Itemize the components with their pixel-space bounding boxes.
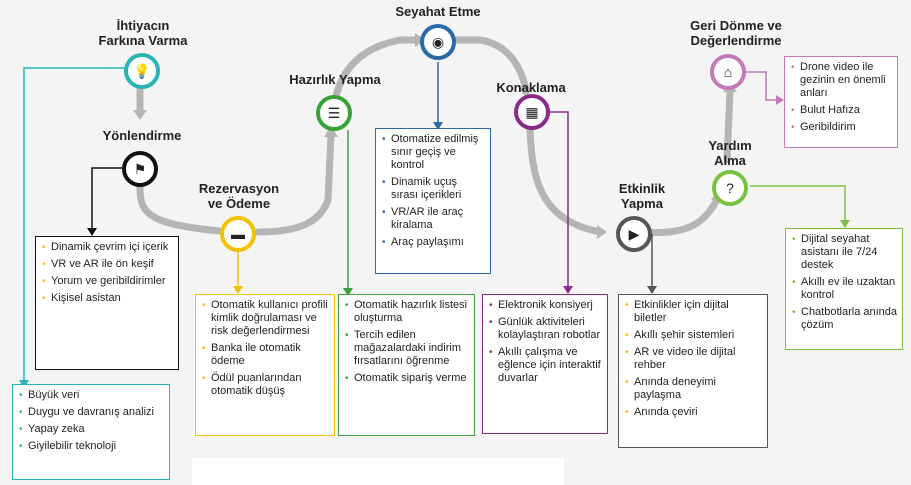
list-item: Bulut Hafıza — [791, 104, 892, 117]
play-icon: ▶ — [616, 216, 652, 252]
box-hazirlik: Otomatik hazırlık listesi oluşturmaTerci… — [338, 294, 475, 436]
list-item: Anında deneyimi paylaşma — [625, 376, 762, 402]
list-item: Dijital seyahat asistanı ile 7/24 destek — [792, 233, 897, 272]
stage-title-yardim: Yardım Alma — [708, 138, 752, 168]
stage-title-rezervasyon: Rezervasyon ve Ödeme — [198, 181, 280, 211]
list-item: Otomatik kullanıcı profili kimlik doğrul… — [202, 299, 329, 338]
list-item: Giyilebilir teknoloji — [19, 440, 164, 453]
list-item: Araç paylaşımı — [382, 236, 485, 249]
list-item: Günlük aktiviteleri kolaylaştıran robotl… — [489, 316, 602, 342]
credit-card-icon: ▬ — [220, 216, 256, 252]
box-rezervasyon: Otomatik kullanıcı profili kimlik doğrul… — [195, 294, 335, 436]
list-item: Akıllı şehir sistemleri — [625, 329, 762, 342]
box-yardim: Dijital seyahat asistanı ile 7/24 destek… — [785, 228, 903, 350]
list-item: Akıllı ev ile uzaktan kontrol — [792, 276, 897, 302]
list-item: VR ve AR ile ön keşif — [42, 258, 173, 271]
checklist-icon: ☰ — [316, 95, 352, 131]
list-item: Chatbotlarla anında çözüm — [792, 306, 897, 332]
flow-arrow — [133, 110, 147, 120]
flow-arrow — [519, 88, 533, 98]
journey-path — [136, 36, 734, 237]
connector-geri — [745, 71, 780, 101]
list-item: Akıllı çalışma ve eğlence için interakti… — [489, 346, 602, 385]
list-item: Otomatize edilmiş sınır geçiş ve kontrol — [382, 133, 485, 172]
box-etkinlik: Etkinlikler için dijital biletlerAkıllı … — [618, 294, 768, 448]
connector-yardim — [750, 185, 846, 224]
stage-title-hazirlik: Hazırlık Yapma — [289, 72, 381, 87]
list-item: Geribildirim — [791, 121, 892, 134]
list-item: Duygu ve davranış analizi — [19, 406, 164, 419]
list-item: Banka ile otomatik ödeme — [202, 342, 329, 368]
list-item: Tercih edilen mağazalardaki indirim fırs… — [345, 329, 469, 368]
box-konaklama: Elektronik konsiyerjGünlük aktiviteleri … — [482, 294, 608, 434]
home-icon: ⌂ — [710, 54, 746, 90]
list-item: Ödül puanlarından otomatik düşüş — [202, 372, 329, 398]
list-item: Kişisel asistan — [42, 292, 173, 305]
question-icon: ? — [712, 170, 748, 206]
list-item: Drone video ile gezinin en önemli anları — [791, 61, 892, 100]
list-item: Anında çeviri — [625, 406, 762, 419]
list-item: Otomatik sipariş verme — [345, 372, 469, 385]
box-yonlendirme: Dinamik çevrim içi içerik VR ve AR ile ön… — [35, 236, 179, 370]
flow-arrow — [324, 125, 338, 137]
list-item: Dinamik çevrim içi içerik — [42, 241, 173, 254]
signpost-icon: ⚑ — [122, 151, 158, 187]
list-item: VR/AR ile araç kiralama — [382, 206, 485, 232]
stage-title-seyahat: Seyahat Etme — [395, 4, 481, 19]
connector-konaklama — [550, 111, 569, 290]
stage-title-etkinlik: Etkinlik Yapma — [618, 181, 666, 211]
box-seyahat: Otomatize edilmiş sınır geçiş ve kontrol… — [375, 128, 491, 274]
list-item: Otomatik hazırlık listesi oluşturma — [345, 299, 469, 325]
stage-title-konaklama: Konaklama — [496, 80, 566, 95]
flow-arrow — [597, 225, 607, 239]
stage-title-geri: Geri Dönme ve Değerlendirme — [690, 18, 782, 48]
list-item: Yapay zeka — [19, 423, 164, 436]
lightbulb-icon: 💡 — [124, 53, 160, 89]
connector-yonlendirme — [91, 167, 122, 232]
list-item: Dinamik uçuş sırası içerikleri — [382, 176, 485, 202]
blank-panel — [192, 458, 564, 485]
stage-title-ihtiyac: İhtiyacın Farkına Varma — [98, 18, 188, 48]
list-item: Yorum ve geribildirimler — [42, 275, 173, 288]
list-item: AR ve video ile dijital rehber — [625, 346, 762, 372]
hotel-icon: ▦ — [514, 94, 550, 130]
list-item: Elektronik konsiyerj — [489, 299, 602, 312]
connector-ihtiyac — [23, 67, 125, 384]
eye-icon: ◉ — [420, 24, 456, 60]
box-geri: Drone video ile gezinin en önemli anları… — [784, 56, 898, 148]
list-item: Etkinlikler için dijital biletler — [625, 299, 762, 325]
box-ihtiyac: Büyük veriDuygu ve davranış analiziYapay… — [12, 384, 170, 480]
stage-title-yonlendirme: Yönlendirme — [102, 128, 182, 143]
list-item: Büyük veri — [19, 389, 164, 402]
